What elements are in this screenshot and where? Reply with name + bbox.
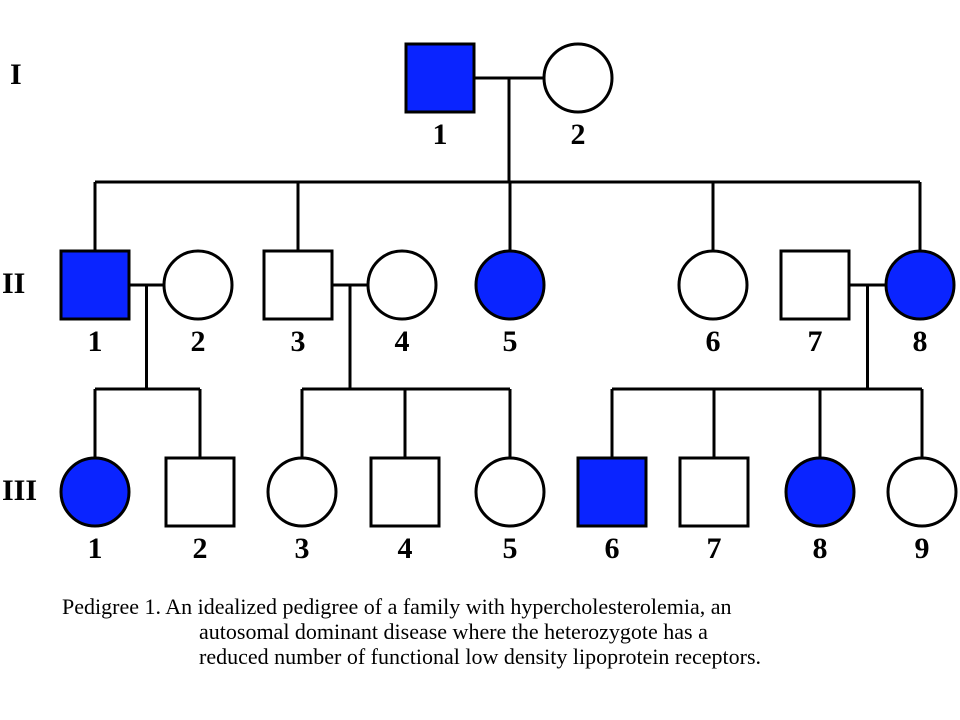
individual-ii-7-label: 7: [808, 325, 823, 358]
individual-iii-4-male-symbol: [369, 456, 441, 528]
individual-i-1-label: 1: [433, 118, 448, 151]
individual-ii-6-female-symbol: [677, 249, 749, 321]
individual-iii-1-female-symbol: [59, 456, 131, 528]
individual-iii-4-label: 4: [398, 532, 413, 565]
individual-iii-6-label: 6: [605, 532, 620, 565]
individual-ii-6-label: 6: [706, 325, 721, 358]
individual-iii-2-male-symbol: [164, 456, 236, 528]
individual-iii-1-label: 1: [88, 532, 103, 565]
individual-iii-7-label: 7: [707, 532, 722, 565]
pedigree-lines: [93, 76, 924, 458]
individual-ii-2-female-symbol: [162, 249, 234, 321]
caption-line-2: autosomal dominant disease where the het…: [199, 619, 708, 644]
individual-ii-4-female-symbol: [366, 249, 438, 321]
individual-ii-5-female-symbol: [474, 249, 546, 321]
individual-iii-9-female-symbol: [886, 456, 958, 528]
individual-ii-3-label: 3: [291, 325, 306, 358]
individual-ii-5-label: 5: [503, 325, 518, 358]
individual-iii-8-label: 8: [813, 532, 828, 565]
individual-iii-3-label: 3: [295, 532, 310, 565]
individual-iii-5-label: 5: [503, 532, 518, 565]
caption-line-1: Pedigree 1. An idealized pedigree of a f…: [62, 594, 732, 619]
generation-label-ii: II: [2, 267, 25, 300]
individual-ii-1-male-symbol: [59, 249, 131, 321]
individual-ii-8-female-symbol: [884, 249, 956, 321]
individual-ii-4-label: 4: [395, 325, 410, 358]
individual-iii-5-female-symbol: [474, 456, 546, 528]
individual-iii-2-label: 2: [193, 532, 208, 565]
individual-iii-7-male-symbol: [678, 456, 750, 528]
individual-ii-2-label: 2: [191, 325, 206, 358]
individual-iii-8-female-symbol: [784, 456, 856, 528]
generation-label-i: I: [10, 58, 22, 91]
individual-iii-9-label: 9: [915, 532, 930, 565]
figure-caption: Pedigree 1. An idealized pedigree of a f…: [62, 594, 942, 669]
individual-iii-6-male-symbol: [576, 456, 648, 528]
individual-i-1-male-symbol: [404, 42, 476, 114]
individual-iii-3-female-symbol: [266, 456, 338, 528]
individual-i-2-label: 2: [571, 118, 586, 151]
individual-ii-3-male-symbol: [262, 249, 334, 321]
individuals: 1 2 1 2 3 4 5 6 7 8 1 2 3 4 5 6 7 8 9: [59, 42, 958, 565]
generation-label-iii: III: [2, 474, 37, 507]
individual-i-2-female-symbol: [542, 42, 614, 114]
caption-line-3: reduced number of functional low density…: [199, 644, 762, 669]
individual-ii-8-label: 8: [913, 325, 928, 358]
individual-ii-7-male-symbol: [779, 249, 851, 321]
individual-ii-1-label: 1: [88, 325, 103, 358]
